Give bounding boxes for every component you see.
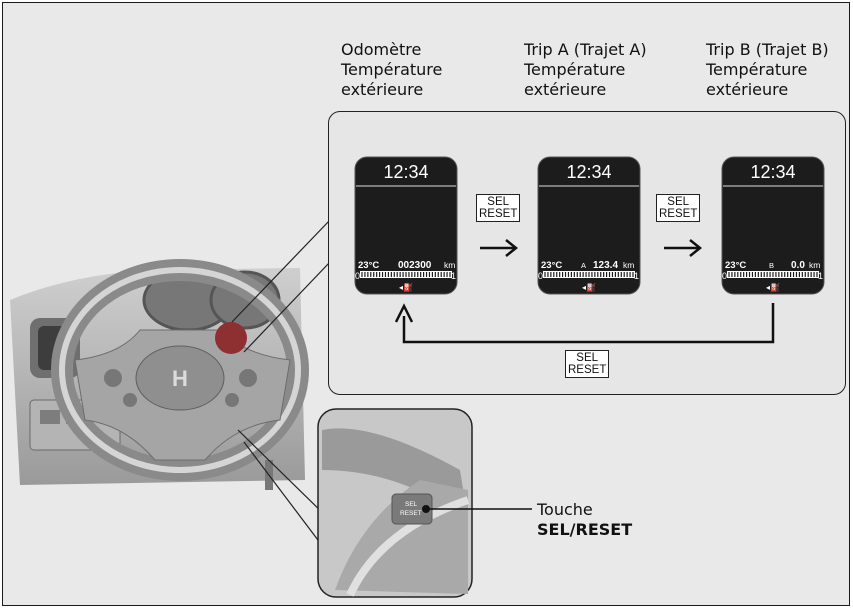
loop-arrowhead-icon <box>394 303 414 323</box>
arrow-right-icon <box>689 239 703 257</box>
svg-text:km: km <box>444 260 455 270</box>
svg-text:1: 1 <box>451 271 456 281</box>
sel-reset-button-callout: Touche SEL/RESET <box>537 500 633 539</box>
svg-text:RESET: RESET <box>400 510 422 517</box>
svg-text:0: 0 <box>722 271 727 281</box>
svg-text:H: H <box>172 366 188 391</box>
svg-text:0.0: 0.0 <box>791 260 805 271</box>
trip-b-display: 12:34 23°C B 0.0 km 0 1 ◂⛽ <box>721 156 825 295</box>
svg-text:23°C: 23°C <box>541 260 562 271</box>
svg-text:1: 1 <box>818 271 823 281</box>
svg-text:002300: 002300 <box>398 260 432 271</box>
svg-text:km: km <box>809 260 820 270</box>
fuel-icon: ◂⛽ <box>399 282 413 292</box>
trip-a-display: 12:34 23°C A 123.4 km 0 1 ◂⛽ <box>537 156 641 295</box>
svg-text:23°C: 23°C <box>725 260 746 271</box>
svg-text:A: A <box>581 261 586 270</box>
svg-text:B: B <box>769 261 774 270</box>
svg-text:0: 0 <box>538 271 543 281</box>
display-highlight <box>215 322 247 354</box>
svg-text:12:34: 12:34 <box>750 162 795 182</box>
svg-text:SEL: SEL <box>405 501 418 508</box>
svg-text:123.4: 123.4 <box>593 260 618 271</box>
arrow-right-icon <box>505 239 519 257</box>
svg-text:23°C: 23°C <box>358 260 379 271</box>
svg-text:12:34: 12:34 <box>383 162 428 182</box>
fuel-icon: ◂⛽ <box>582 282 596 292</box>
svg-text:km: km <box>623 260 634 270</box>
odometer-display: 12:34 23°C 002300 km 0 1 ◂⛽ <box>354 156 458 295</box>
svg-text:12:34: 12:34 <box>566 162 611 182</box>
svg-text:0: 0 <box>355 271 360 281</box>
fuel-icon: ◂⛽ <box>766 282 780 292</box>
svg-text:1: 1 <box>634 271 639 281</box>
